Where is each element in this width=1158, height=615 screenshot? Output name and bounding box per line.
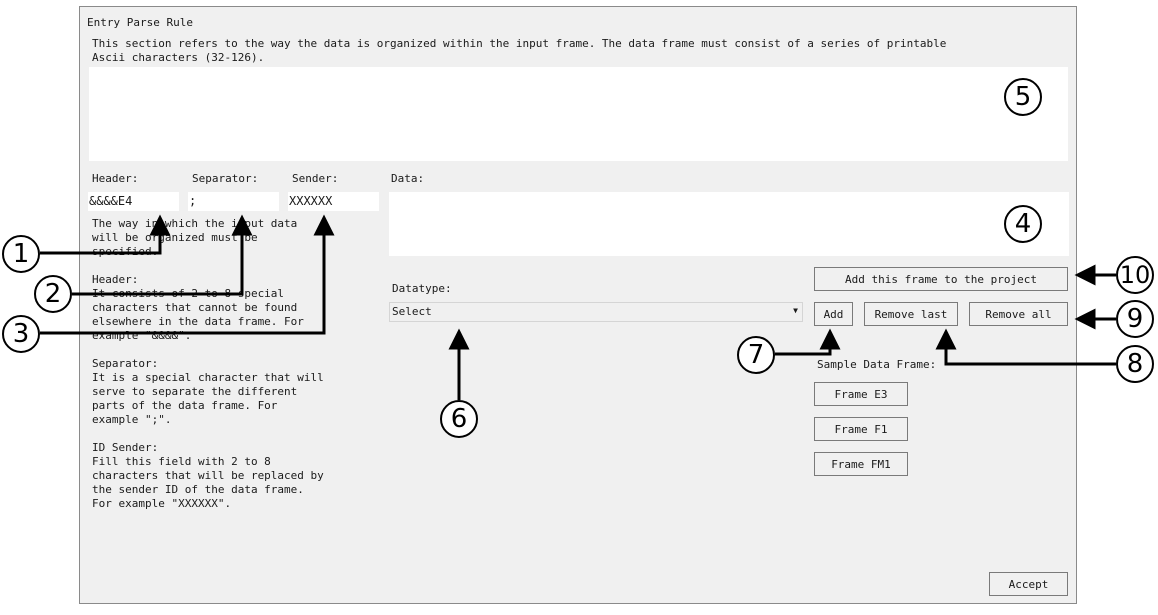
- dropdown-arrow-icon: ▼: [793, 306, 798, 315]
- sender-input[interactable]: XXXXXX: [288, 192, 379, 211]
- sample-data-frame-label: Sample Data Frame:: [817, 358, 937, 371]
- sender-label: Sender:: [292, 172, 339, 185]
- callout-2-arrow: [72, 214, 253, 296]
- sample-frame-fm1-button[interactable]: Frame FM1: [814, 452, 908, 476]
- panel-title: Entry Parse Rule: [87, 16, 193, 29]
- remove-last-button[interactable]: Remove last: [864, 302, 958, 326]
- datatype-label: Datatype:: [392, 282, 452, 295]
- help-text: The way in which the input data will be …: [92, 217, 324, 510]
- separator-input[interactable]: ;: [188, 192, 279, 211]
- datatype-selected-value: Select: [392, 305, 432, 318]
- frame-preview-area[interactable]: [89, 67, 1068, 161]
- datatype-select[interactable]: Select ▼: [389, 302, 803, 322]
- callout-8-arrow: [935, 328, 1116, 366]
- add-button[interactable]: Add: [814, 302, 853, 326]
- callout-4: 4: [1004, 205, 1042, 243]
- callout-2: 2: [34, 275, 72, 313]
- callout-8: 8: [1116, 345, 1154, 383]
- header-input[interactable]: &&&&E4: [88, 192, 179, 211]
- callout-7-arrow: [775, 328, 841, 356]
- callout-7: 7: [737, 336, 775, 374]
- add-frame-to-project-button[interactable]: Add this frame to the project: [814, 267, 1068, 291]
- callout-3-arrow: [40, 214, 335, 335]
- sample-frame-e3-button[interactable]: Frame E3: [814, 382, 908, 406]
- callout-9: 9: [1116, 300, 1154, 338]
- data-input[interactable]: [389, 192, 1069, 256]
- callout-5: 5: [1004, 78, 1042, 116]
- callout-1-arrow: [40, 214, 171, 255]
- callout-1: 1: [2, 235, 40, 273]
- callout-3: 3: [2, 315, 40, 353]
- callout-10: 10: [1116, 256, 1154, 294]
- accept-button[interactable]: Accept: [989, 572, 1068, 596]
- remove-all-button[interactable]: Remove all: [969, 302, 1068, 326]
- callout-6: 6: [440, 400, 478, 438]
- separator-label: Separator:: [192, 172, 259, 185]
- header-label: Header:: [92, 172, 139, 185]
- data-label: Data:: [391, 172, 425, 185]
- panel-description: This section refers to the way the data …: [92, 37, 947, 64]
- sample-frame-f1-button[interactable]: Frame F1: [814, 417, 908, 441]
